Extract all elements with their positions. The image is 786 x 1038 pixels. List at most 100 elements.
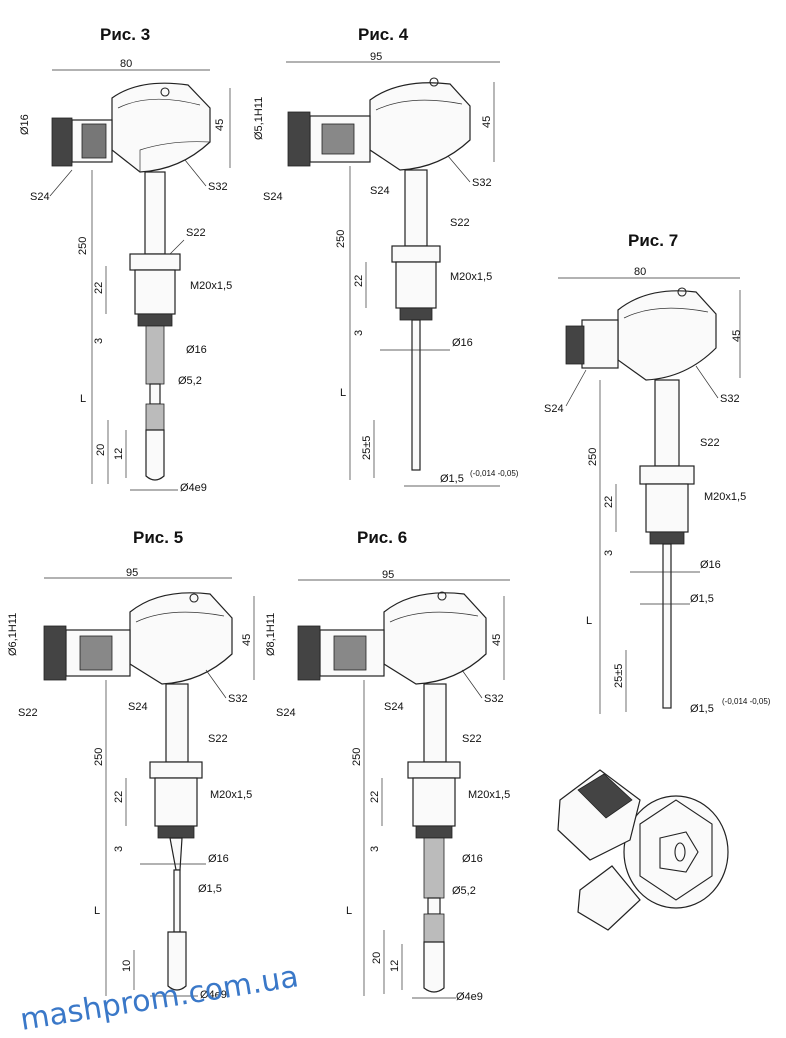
fig3-dim-width: 80	[120, 58, 132, 70]
fig4-dim-length: 250	[335, 230, 347, 248]
fig4-thread: M20x1,5	[450, 271, 492, 283]
fig5-fitting	[154, 777, 198, 827]
fig3-dim-tip2: 12	[113, 448, 125, 460]
fig3-dim-height: 45	[214, 119, 226, 131]
fig4-nut	[391, 245, 441, 263]
fig6-title: Рис. 6	[357, 528, 407, 547]
fig4-s-port2: S24	[370, 185, 390, 197]
fig6-thread: M20x1,5	[468, 789, 510, 801]
fig6-nut	[407, 761, 461, 779]
fig3-dim-port: Ø16	[19, 114, 31, 135]
fig6-dim-tip2: 12	[389, 960, 401, 972]
fig5-nut	[149, 761, 203, 779]
fig7-dim-inner: Ø1,5	[690, 593, 714, 605]
fig6-dim-inner: Ø5,2	[452, 885, 476, 897]
fig4-stem	[404, 169, 428, 247]
fig5-title: Рис. 5	[133, 528, 183, 547]
isometric-view	[557, 769, 729, 931]
fig5-probe	[173, 869, 181, 933]
fig7-dim-L: L	[586, 615, 592, 627]
fig7-thread: M20x1,5	[704, 491, 746, 503]
fig3-dim-L: L	[80, 393, 86, 405]
fig7-title: Рис. 7	[628, 231, 678, 250]
fig5-tip	[167, 931, 187, 991]
fig6-s-port: S24	[276, 707, 296, 719]
fig3-title: Рис. 3	[100, 25, 150, 44]
fig7-port	[581, 319, 619, 369]
fig3-s-nut: S22	[186, 227, 206, 239]
fig7-dim-tip: Ø1,5	[690, 703, 714, 715]
fig3-dim-thread-h: 22	[93, 282, 105, 294]
fig6-head	[383, 592, 487, 685]
fig6-s-head: S32	[484, 693, 504, 705]
fig5-dim-diam: Ø16	[208, 853, 229, 865]
fig4-s-port: S24	[263, 191, 283, 203]
fig4-dim-tip-len: 25±5	[361, 436, 373, 460]
fig7-stem	[654, 379, 680, 467]
fig5-dim-inner: Ø1,5	[198, 883, 222, 895]
fig6-stem	[423, 683, 447, 763]
iso-head	[623, 795, 729, 909]
fig5-stem	[165, 683, 189, 763]
fig4-fitting	[395, 261, 437, 309]
fig5-s-port2: S24	[128, 701, 148, 713]
fig3-head	[111, 82, 211, 173]
fig6-dim-L: L	[346, 905, 352, 917]
fig7-s-port: S24	[544, 403, 564, 415]
fig7-dim-thread-h: 22	[603, 496, 615, 508]
fig7-dim-tip-len: 25±5	[613, 664, 625, 688]
fig6-dim-port: Ø8,1H11	[265, 613, 277, 656]
fig7-head	[617, 290, 717, 381]
fig3-dim-inner: Ø5,2	[178, 375, 202, 387]
fig4-s-head: S32	[472, 177, 492, 189]
fig4-head	[369, 82, 471, 171]
fig4-dim-tip: Ø1,5	[440, 473, 464, 485]
fig6-dim-height: 45	[491, 634, 503, 646]
fig7-dim-length: 250	[587, 448, 599, 466]
fig5-dim-port: Ø6,1H11	[7, 613, 19, 656]
fig6-dim-length: 250	[351, 748, 363, 766]
fig5-head	[129, 592, 233, 685]
fig7-s-head: S32	[720, 393, 740, 405]
fig3-stem	[144, 171, 166, 255]
fig6-s-nut: S22	[462, 733, 482, 745]
fig3-dim-diam: Ø16	[186, 344, 207, 356]
figure-4: Рис. 4 95 45 Ø5,1H11 S24 S24 S32 250 S22…	[253, 25, 519, 487]
figure-3: Рис. 3 80 45 Ø16 S24 S32 250 S22	[19, 25, 232, 494]
fig5-s-head: S32	[228, 693, 248, 705]
fig4-dim-tol: (-0,014 -0,05)	[470, 469, 519, 478]
fig7-fitting	[645, 483, 689, 533]
fig6-fitting	[412, 777, 456, 827]
fig7-dim-gap: 3	[603, 550, 615, 556]
fig6-dim-width: 95	[382, 569, 394, 581]
fig3-spring	[145, 325, 165, 385]
fig5-dim-thread-h: 22	[113, 791, 125, 803]
fig4-dim-thread-h: 22	[353, 275, 365, 287]
fig4-dim-port: Ø5,1H11	[253, 97, 265, 140]
fig5-dim-tip2: 10	[121, 960, 133, 972]
fig5-dim-length: 250	[93, 748, 105, 766]
iso-port-bottom	[577, 865, 641, 931]
figure-7: Рис. 7 80 45 S24 S32 250 S22 22 M20x1,5 …	[544, 231, 771, 715]
fig3-nut	[129, 253, 181, 271]
fig4-probe	[411, 319, 421, 471]
fig3-s-head: S32	[208, 181, 228, 193]
fig7-dim-height: 45	[731, 330, 743, 342]
fig5-dim-width: 95	[126, 567, 138, 579]
fig3-tip	[145, 429, 165, 481]
fig4-s-nut: S22	[450, 217, 470, 229]
fig3-s-port: S24	[30, 191, 50, 203]
fig4-dim-height: 45	[481, 116, 493, 128]
fig5-dim-L: L	[94, 905, 100, 917]
fig3-dim-tip-len: 20	[95, 444, 107, 456]
fig3-dim-gap: 3	[93, 338, 105, 344]
fig3-thread: M20x1,5	[190, 280, 232, 292]
fig5-thread: M20x1,5	[210, 789, 252, 801]
fig6-dim-gap: 3	[369, 846, 381, 852]
fig6-dim-diam: Ø16	[462, 853, 483, 865]
fig7-s-nut: S22	[700, 437, 720, 449]
fig6-spring	[423, 837, 445, 899]
fig5-s-port: S22	[18, 707, 38, 719]
fig7-nut	[639, 465, 695, 485]
fig5-dim-tip: Ø4e9	[200, 989, 227, 1001]
